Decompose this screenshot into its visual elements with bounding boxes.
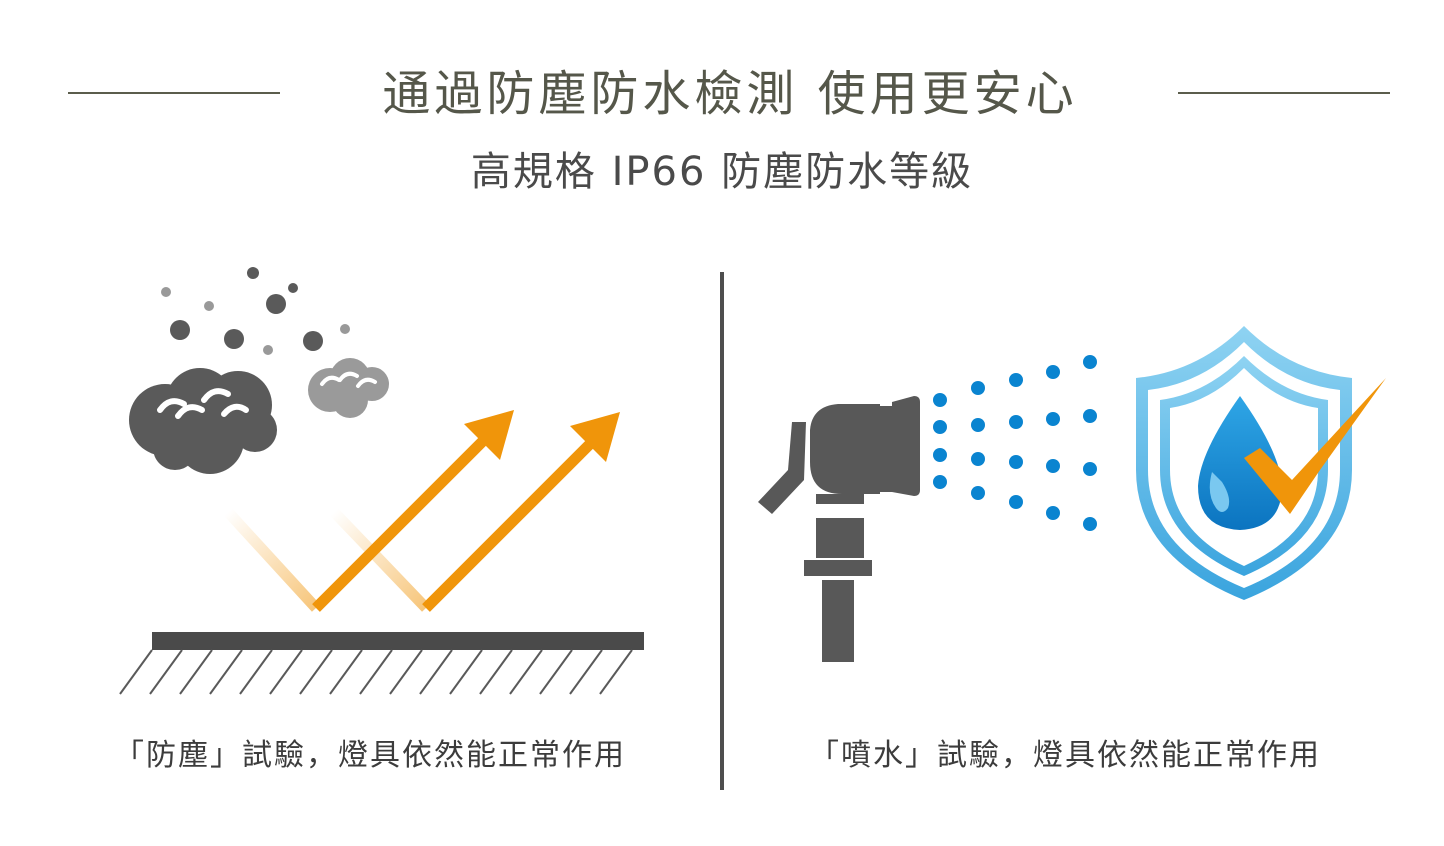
title-rule-left (68, 92, 280, 94)
dust-test-caption: 「防塵」試驗，燈具依然能正常作用 (114, 738, 626, 773)
water-nozzle-icon (758, 396, 920, 662)
page-title: 通過防塵防水檢測 使用更安心 (382, 66, 1078, 122)
small-dust-cloud-icon (308, 358, 389, 418)
reflected-arrow-icon (223, 410, 620, 612)
water-spray-icon (933, 355, 1097, 531)
dust-cloud-icon (129, 368, 277, 474)
page-subtitle: 高規格 IP66 防塵防水等級 (470, 149, 974, 195)
shield-check-icon (1136, 326, 1386, 600)
title-rule-right (1178, 92, 1390, 94)
water-test-caption: 「噴水」試驗，燈具依然能正常作用 (809, 738, 1321, 773)
dust-particles-icon (161, 267, 350, 355)
panel-divider (720, 272, 724, 790)
header: 通過防塵防水檢測 使用更安心 (0, 62, 1444, 132)
ground-surface-icon (119, 632, 644, 695)
